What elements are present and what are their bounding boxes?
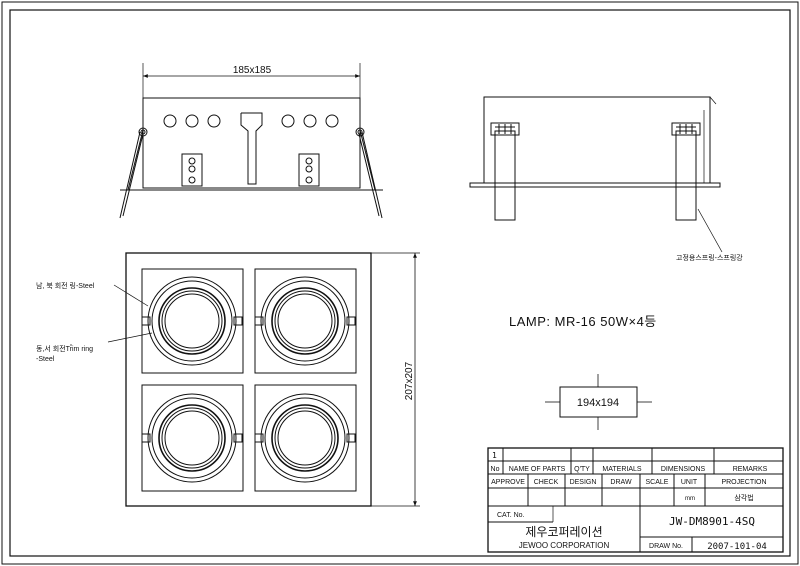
model-number: JW-DM8901-4SQ bbox=[669, 515, 755, 528]
company-korean: 제우코퍼레이션 bbox=[525, 525, 602, 539]
plan-callout-leaders bbox=[70, 284, 153, 346]
hdr-materials: MATERIALS bbox=[602, 466, 641, 473]
unit-value: mm bbox=[685, 496, 695, 502]
ring-callout: 남, 북 회전 링-Steel bbox=[36, 281, 95, 290]
cutout-dim-label: 194x194 bbox=[577, 397, 619, 409]
lamp-ring bbox=[254, 276, 356, 366]
company-english: JEWOO CORPORATION bbox=[519, 541, 610, 550]
trim-callout-line1: 동,서 회전Trim ring bbox=[36, 344, 93, 353]
lbl-unit: UNIT bbox=[681, 479, 698, 486]
lamp-rings bbox=[141, 276, 356, 483]
lamp-ring bbox=[254, 393, 356, 483]
lbl-projection: PROJECTION bbox=[721, 479, 766, 486]
title-block bbox=[487, 447, 784, 553]
hdr-no: No bbox=[491, 466, 500, 473]
draw-no-label: DRAW No. bbox=[649, 543, 683, 550]
spring-callout: 고정용스프링-스프링강 bbox=[676, 253, 743, 262]
cutout-dimension bbox=[545, 374, 652, 430]
lbl-approve: APPROVE bbox=[491, 479, 525, 486]
lbl-check: CHECK bbox=[534, 479, 559, 486]
lbl-scale: SCALE bbox=[646, 479, 669, 486]
hdr-qty: Q'TY bbox=[574, 466, 590, 473]
lamp-ring bbox=[141, 276, 243, 366]
projection-value: 삼각법 bbox=[734, 493, 753, 502]
dim-top-label: 185x185 bbox=[233, 65, 272, 76]
plan-view bbox=[125, 252, 372, 507]
draw-number: 2007-101-04 bbox=[707, 542, 767, 552]
lbl-draw: DRAW bbox=[610, 479, 632, 486]
lamp-note: LAMP: MR-16 50W×4등 bbox=[509, 314, 657, 329]
front-elevation-view bbox=[119, 63, 383, 219]
cat-no-label: CAT. No. bbox=[497, 512, 525, 519]
item-number: 1 bbox=[492, 451, 497, 460]
hdr-dimensions: DIMENSIONS bbox=[661, 466, 706, 473]
side-elevation-view bbox=[469, 96, 723, 253]
inner-border bbox=[9, 9, 791, 557]
lbl-design: DESIGN bbox=[570, 479, 597, 486]
hdr-name: NAME OF PARTS bbox=[509, 466, 566, 473]
lamp-ring bbox=[141, 393, 243, 483]
hdr-remarks: REMARKS bbox=[733, 466, 768, 473]
side-dimension bbox=[371, 252, 420, 507]
dim-side-label: 207x207 bbox=[404, 361, 415, 400]
trim-callout-line2: -Steel bbox=[36, 356, 55, 363]
